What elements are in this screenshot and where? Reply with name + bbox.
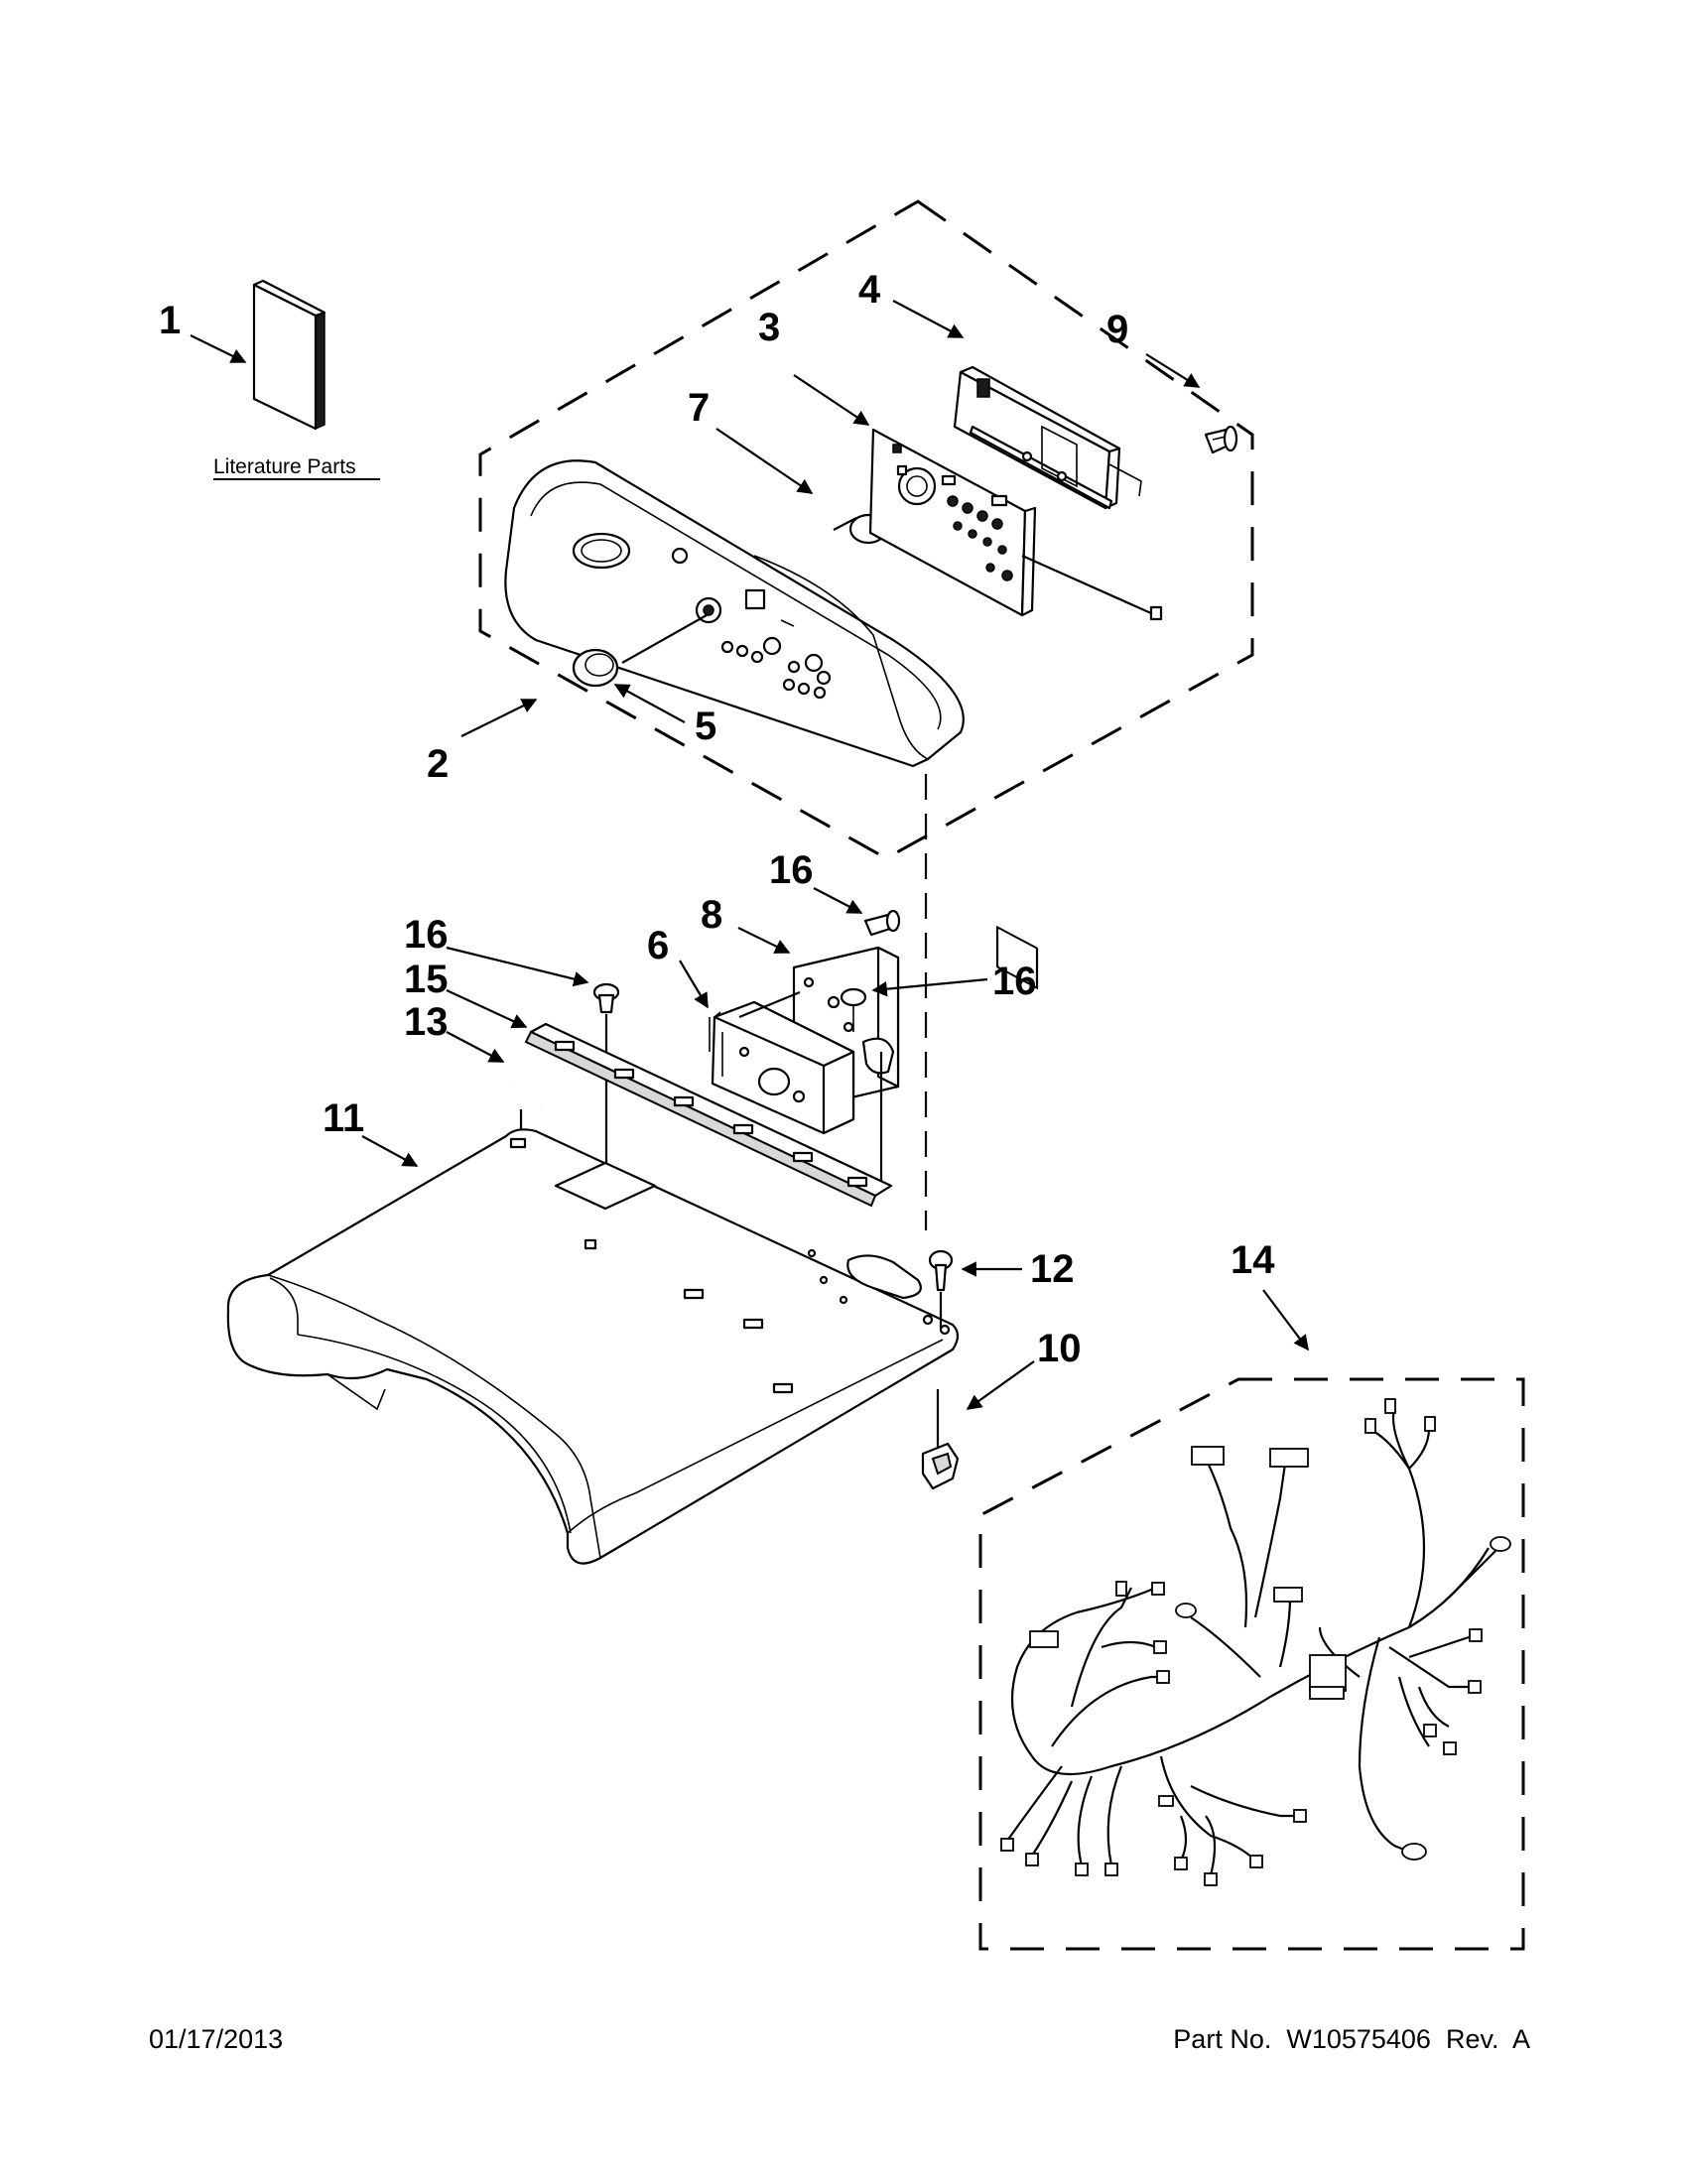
callout-11: 11 — [323, 1096, 364, 1140]
footer-date: 01/17/2013 — [149, 2024, 283, 2054]
leader-4 — [892, 300, 965, 338]
callout-16-upper: 16 — [769, 848, 814, 892]
board-wire — [1021, 554, 1152, 615]
wire-harness — [1000, 1398, 1511, 1886]
leader-3 — [793, 374, 870, 426]
callout-2: 2 — [427, 742, 449, 786]
screw-16-right — [840, 987, 867, 1032]
leader-8 — [737, 927, 791, 954]
user-interface-board — [953, 365, 1142, 989]
leader-16-right — [871, 977, 988, 997]
literature-parts-label: Literature Parts — [213, 455, 356, 478]
callout-15: 15 — [404, 958, 449, 1001]
callout-12: 12 — [1030, 1247, 1075, 1291]
callout-1: 1 — [159, 299, 181, 342]
leader-6 — [679, 960, 709, 1009]
top-panel — [226, 1128, 960, 1565]
callout-5: 5 — [695, 705, 716, 748]
leader-11 — [361, 1135, 419, 1167]
leader-16-left — [446, 946, 589, 987]
callout-14: 14 — [1231, 1238, 1275, 1282]
callout-9: 9 — [1106, 308, 1128, 351]
screw-16-upper — [863, 909, 901, 937]
leader-13 — [446, 1031, 505, 1063]
callout-16-right: 16 — [992, 960, 1037, 1003]
console-group-outline — [478, 199, 1254, 860]
board-wire-plug — [1149, 605, 1163, 621]
leader-7-tail — [833, 517, 857, 531]
leader-1 — [190, 334, 247, 363]
knob-shaft-line — [621, 614, 708, 664]
leader-10 — [966, 1360, 1035, 1410]
leader-5 — [613, 684, 686, 723]
angle-bracket — [510, 1080, 543, 1107]
callout-3: 3 — [758, 306, 780, 349]
leader-2 — [460, 699, 538, 737]
callout-8: 8 — [701, 893, 722, 937]
harness-group-outline — [978, 1377, 1525, 1951]
clip-10 — [921, 1442, 960, 1490]
footer-part-number: Part No. W10575406 Rev. A — [1173, 2024, 1530, 2054]
callout-6: 6 — [647, 924, 669, 967]
screw-16-left — [592, 982, 620, 1014]
module-bracket-link — [738, 990, 801, 1019]
literature-booklet — [252, 279, 326, 431]
callout-13: 13 — [404, 1000, 449, 1044]
callout-4: 4 — [858, 268, 881, 312]
callout-10: 10 — [1037, 1327, 1082, 1370]
control-module — [709, 1000, 855, 1135]
console-screw — [1204, 425, 1238, 454]
leader-16-upper — [813, 887, 863, 914]
callout-16-left: 16 — [404, 913, 449, 957]
leader-15 — [446, 989, 528, 1029]
hinge-bar — [524, 1022, 893, 1208]
screw-12 — [928, 1249, 954, 1292]
leader-9 — [1145, 353, 1201, 388]
callout-7: 7 — [688, 386, 710, 430]
leader-7 — [715, 428, 814, 494]
control-knob — [572, 648, 619, 688]
control-board — [868, 428, 1037, 617]
leader-14 — [1262, 1289, 1309, 1351]
